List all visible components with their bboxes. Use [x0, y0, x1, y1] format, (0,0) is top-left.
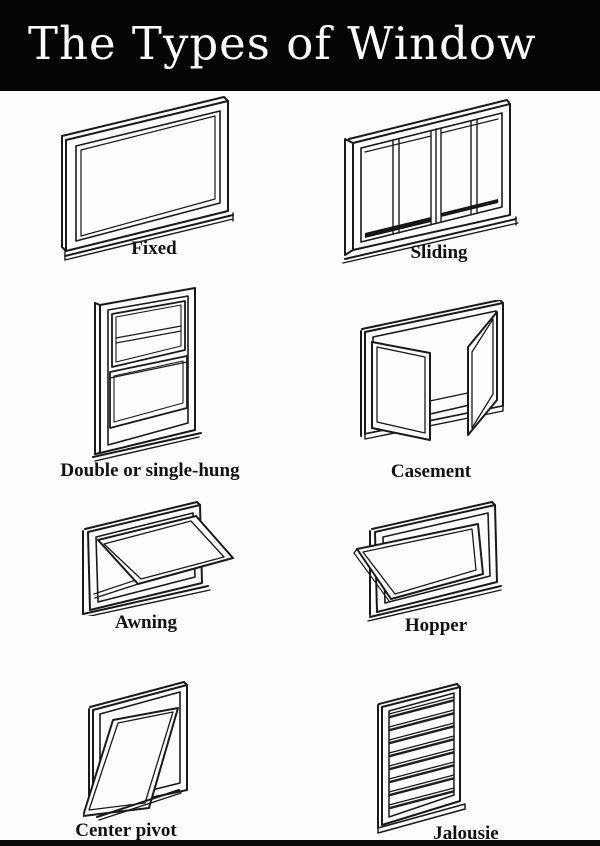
fixed-window-label: Fixed: [131, 238, 177, 259]
jalousie-window-label: Jalousie: [433, 823, 499, 844]
footer-bar: [0, 840, 600, 846]
fixed-window-icon: [61, 96, 234, 261]
center-pivot-window-label: Center pivot: [75, 820, 177, 841]
sliding-window-illustration: [335, 95, 525, 265]
hopper-window-icon: [353, 501, 502, 622]
casement-window-icon: [360, 300, 504, 441]
sliding-window-label: Sliding: [410, 242, 468, 263]
casement-window-label: Casement: [390, 461, 472, 482]
hopper-window-label: Hopper: [404, 615, 468, 636]
awning-window-illustration: [78, 498, 253, 616]
center-pivot-window-illustration: [83, 678, 193, 823]
casement-window-illustration: [355, 300, 520, 450]
center-pivot-window-icon: [83, 681, 188, 821]
awning-window-icon: [82, 501, 234, 616]
awning-window-label: Awning: [115, 612, 177, 633]
double-hung-window-label: Double or single-hung: [60, 460, 240, 481]
title-banner: The Types of Window: [0, 0, 600, 91]
page-title: The Types of Window: [28, 17, 537, 70]
fixed-window-illustration: [60, 95, 240, 262]
jalousie-window-icon: [377, 683, 466, 834]
hopper-window-illustration: [343, 500, 503, 640]
jalousie-window-illustration: [375, 683, 475, 843]
double-hung-window-illustration: [85, 286, 205, 464]
double-hung-window-icon: [92, 287, 202, 462]
sliding-window-icon: [342, 99, 519, 264]
